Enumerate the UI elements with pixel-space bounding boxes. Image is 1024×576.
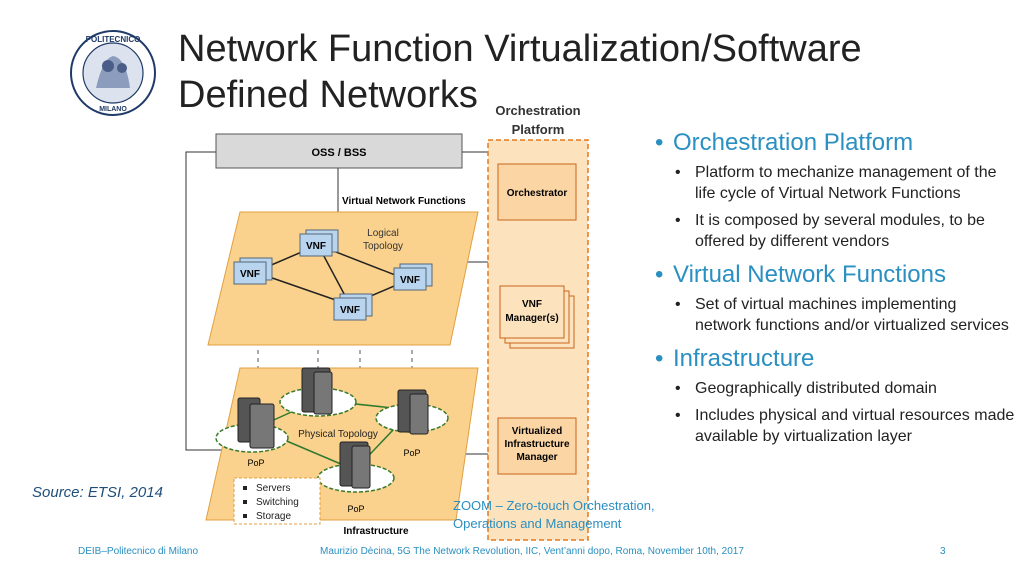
svg-text:VNF: VNF — [306, 241, 326, 252]
vnf-node — [333, 297, 367, 321]
connector-lines — [185, 151, 488, 455]
politecnico-logo: POLITECNICO MILANO — [70, 30, 156, 116]
vnf-layer-label: Virtual Network Functions — [342, 196, 466, 207]
slide-title: Network Function Virtualization/Software… — [178, 28, 862, 116]
bullet-virtual-network-functions: •Virtual Network Functions — [655, 261, 946, 288]
infrastructure-label: Infrastructure — [343, 526, 408, 537]
sub-bullet: Platform to mechanize management of the … — [675, 162, 1015, 204]
bullet-infrastructure: •Infrastructure — [655, 345, 815, 372]
layer-dashed-links — [257, 350, 413, 370]
server-racks — [237, 367, 429, 489]
orchestration-title-2: Platform — [512, 122, 565, 137]
pop-label: PoP — [347, 504, 364, 514]
vim-label-3: Manager — [516, 452, 557, 463]
logical-topology-1: Logical — [367, 228, 399, 239]
zoom-note: ZOOM – Zero-touch Orchestration, Operati… — [453, 498, 655, 531]
infrastructure-legend — [233, 477, 321, 525]
pop-label: PoP — [247, 458, 264, 468]
source-citation: Source: ETSI, 2014 — [32, 484, 163, 501]
bullet-orchestration-platform: •Orchestration Platform — [655, 129, 914, 156]
sub-bullet: Includes physical and virtual resources … — [675, 405, 1015, 447]
vnf-node — [393, 267, 427, 291]
vnf-manager-label-1: VNF — [522, 299, 542, 310]
logo-bottom-text: MILANO — [99, 106, 127, 113]
vnf-manager-label-2: Manager(s) — [505, 313, 558, 324]
vim-box — [497, 417, 577, 475]
pop-label: PoP — [403, 448, 420, 458]
logical-topology-2: Topology — [363, 241, 403, 252]
legend-switching: Switching — [256, 497, 299, 508]
bullet-list: •Orchestration Platform Platform to mech… — [655, 126, 1015, 453]
svg-text:VNF: VNF — [400, 275, 420, 286]
footer-author: Maurizio Dècina, 5G The Network Revoluti… — [320, 546, 744, 557]
physical-topology-label: Physical Topology — [298, 429, 378, 440]
vnf-layer-plane — [207, 211, 479, 346]
orchestration-title-1: Orchestration — [495, 103, 580, 118]
oss-bss-label: OSS / BSS — [311, 147, 366, 159]
legend-storage: Storage — [256, 511, 291, 522]
vnf-node — [299, 233, 333, 257]
orchestrator-box — [497, 163, 577, 221]
vnf-node — [233, 261, 267, 285]
legend-servers: Servers — [256, 483, 290, 494]
sub-bullet: It is composed by several modules, to be… — [675, 210, 1015, 252]
svg-text:VNF: VNF — [340, 305, 360, 316]
vim-label-1: Virtualized — [512, 426, 562, 437]
vnf-manager-box — [499, 285, 565, 339]
oss-bss-box — [215, 133, 463, 169]
footer-institution: DEIB–Politecnico di Milano — [78, 546, 199, 557]
sub-bullet: Set of virtual machines implementing net… — [675, 294, 1015, 336]
logo-top-text: POLITECNICO — [86, 35, 141, 44]
sub-bullet: Geographically distributed domain — [675, 378, 1015, 399]
orchestrator-label: Orchestrator — [507, 188, 568, 199]
page-number: 3 — [940, 546, 946, 557]
svg-text:VNF: VNF — [240, 269, 260, 280]
vim-label-2: Infrastructure — [504, 439, 569, 450]
vnf-nodes: VNF VNF VNF VNF — [233, 229, 433, 321]
